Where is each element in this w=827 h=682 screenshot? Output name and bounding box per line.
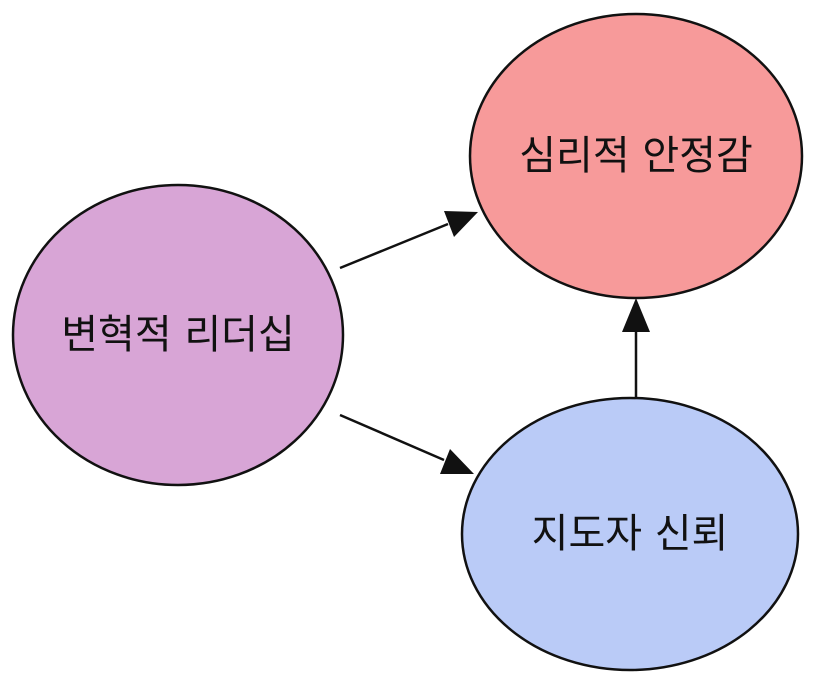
edge-trust-to-safety	[622, 298, 650, 398]
node-leader-trust: 지도자 신뢰	[460, 396, 800, 672]
node-label-psychological-safety: 심리적 안정감	[519, 133, 753, 179]
edge-line	[339, 222, 449, 270]
node-label-transformational-leadership: 변혁적 리더십	[61, 312, 295, 358]
edge-line	[339, 413, 445, 462]
node-ellipse	[468, 12, 804, 300]
node-label-leader-trust: 지도자 신뢰	[532, 511, 729, 557]
node-ellipse	[460, 396, 800, 672]
arrow-head-icon	[444, 211, 478, 237]
node-psychological-safety: 심리적 안정감	[468, 12, 804, 300]
edge-leadership-to-trust	[339, 413, 474, 474]
arrow-head-icon	[622, 298, 650, 332]
node-transformational-leadership: 변혁적 리더십	[11, 183, 345, 487]
node-ellipse	[11, 183, 345, 487]
edge-leadership-to-safety	[339, 211, 478, 270]
arrow-head-icon	[440, 449, 474, 474]
